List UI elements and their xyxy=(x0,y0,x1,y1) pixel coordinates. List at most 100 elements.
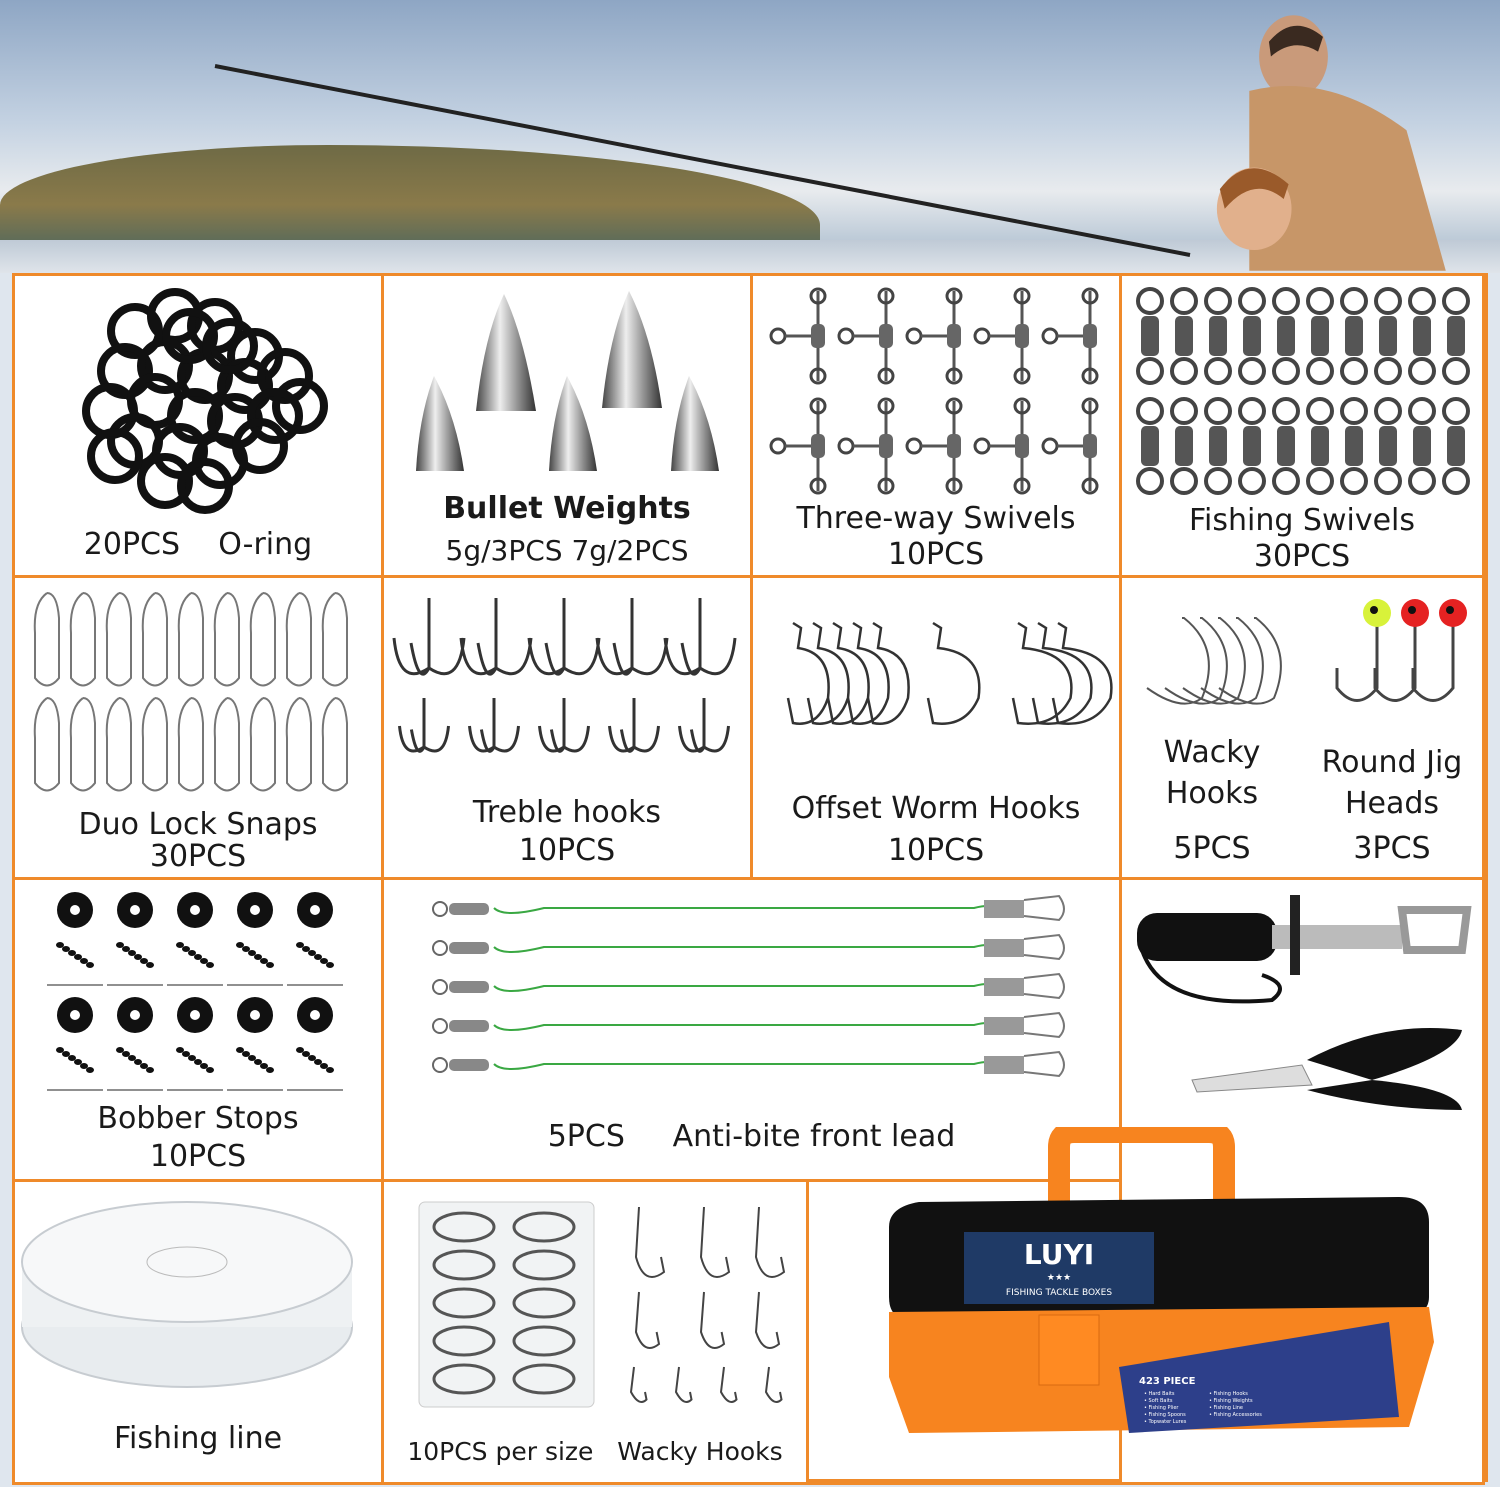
wacky-hook xyxy=(699,1206,731,1278)
leader-swivel xyxy=(449,981,489,993)
barrel-swivel xyxy=(1175,316,1193,356)
o-ring xyxy=(162,308,218,364)
snaps-qty: 30PCS xyxy=(149,839,247,874)
snaps-name: Duo Lock Snaps xyxy=(78,807,318,842)
father-and-son xyxy=(1216,15,1446,271)
leader-swivel xyxy=(449,1059,489,1071)
wacky-hook xyxy=(634,1206,666,1278)
lead-qty: 5PCS xyxy=(547,1119,625,1154)
bullet-weights-image xyxy=(416,291,719,471)
cell-bobber-stops: Bobber Stops 10PCS xyxy=(12,877,384,1182)
hook-bundle xyxy=(512,1325,576,1357)
treble-hook xyxy=(392,598,466,676)
hookset-left: 10PCS per size xyxy=(407,1437,594,1466)
fishing-rod xyxy=(214,64,1191,257)
cell-treble-hooks: Treble hooks 10PCS xyxy=(381,575,753,880)
box-list-item: • Fishing Hooks xyxy=(1209,1391,1248,1397)
leaders-image xyxy=(432,894,1065,1078)
hook-bundle xyxy=(512,1287,576,1319)
jig-head xyxy=(1363,599,1391,627)
cell-fishing-swivels: Fishing Swivels 30PCS xyxy=(1119,273,1485,578)
bullet-detail: 5g/3PCS 7g/2PCS xyxy=(445,534,689,567)
duo-lock-snap xyxy=(69,697,96,792)
barrel-swivel xyxy=(1447,426,1465,466)
leader-snap xyxy=(984,1056,1024,1074)
hook-bundle xyxy=(512,1249,576,1281)
duo-lock-snap xyxy=(141,697,168,792)
hookset-right: Wacky Hooks xyxy=(617,1437,783,1466)
three-way-swivel xyxy=(1083,324,1097,348)
swivels-qty: 30PCS xyxy=(1253,539,1351,574)
cell-wacky-jig: Wacky Hooks 5PCS Round Jig Heads 3PCS xyxy=(1119,575,1485,880)
offset-hook xyxy=(866,621,910,725)
leader-wire xyxy=(493,904,1005,914)
three-way-swivels-image xyxy=(769,287,1099,495)
duo-lock-snap xyxy=(33,592,60,687)
barrel-swivel xyxy=(1141,316,1159,356)
offset-hook xyxy=(926,621,981,725)
cell-three-way-swivels: Three-way Swivels 10PCS xyxy=(750,273,1122,578)
box-list-item: • Fishing Plier xyxy=(1144,1405,1179,1411)
three-way-swivel xyxy=(879,324,893,348)
barrel-swivel xyxy=(1209,316,1227,356)
three-way-swivel xyxy=(811,434,825,458)
offset-hook xyxy=(846,621,890,725)
offset-hook xyxy=(1031,621,1093,725)
hook-bundle xyxy=(432,1325,496,1357)
duo-lock-snap xyxy=(285,592,312,687)
barrel-swivel xyxy=(1311,316,1329,356)
o-ring xyxy=(137,453,193,509)
hook-bundle xyxy=(432,1249,496,1281)
product-grid: 20PCS O-ring Bullet Weights 5g/3PCS 7g/2… xyxy=(12,273,1488,1485)
barrel-swivel xyxy=(1175,426,1193,466)
barrel-swivel xyxy=(1413,316,1431,356)
leader-swivel xyxy=(449,903,489,915)
treble-hook xyxy=(459,598,533,676)
box-list-item: • Fishing Accessories xyxy=(1209,1412,1262,1418)
box-list-item: • Hard Baits xyxy=(1144,1391,1175,1397)
box-list-item: • Topwater Lures xyxy=(1144,1419,1187,1425)
hero-photo xyxy=(0,0,1500,273)
duo-lock-snap xyxy=(285,697,312,792)
duo-lock-snap xyxy=(213,697,240,792)
leader-swivel xyxy=(449,942,489,954)
box-list-item: • Soft Baits xyxy=(1144,1398,1173,1404)
leader-wire xyxy=(493,982,1005,992)
offset-hook xyxy=(806,621,850,725)
cell-anti-bite-lead: 5PCS Anti-bite front lead xyxy=(381,877,1122,1182)
treble-hook xyxy=(468,698,520,753)
cell-offset-worm-hooks: Offset Worm Hooks 10PCS xyxy=(750,575,1122,880)
duo-lock-snap xyxy=(177,697,204,792)
box-label: 423 PIECE xyxy=(1139,1376,1196,1387)
treble-hook xyxy=(595,598,669,676)
offset-hook xyxy=(1011,621,1073,725)
wacky-and-jig-image xyxy=(1146,599,1467,705)
jig-head xyxy=(1401,599,1429,627)
treble-hook xyxy=(398,698,450,753)
line-name: Fishing line xyxy=(113,1421,283,1456)
barrel-swivel xyxy=(1447,316,1465,356)
offset-hooks-image xyxy=(786,621,1113,725)
duo-lock-snap xyxy=(105,697,132,792)
barrel-swivel xyxy=(1345,316,1363,356)
leader-swivel xyxy=(449,1020,489,1032)
oring-name: O-ring xyxy=(218,527,313,562)
duo-lock-snap xyxy=(249,592,276,687)
lip-grip-handle xyxy=(1137,913,1277,961)
offset-hook xyxy=(1051,621,1113,725)
box-brand: LUYI xyxy=(1024,1238,1094,1271)
box-list-item: • Fishing Weights xyxy=(1209,1398,1253,1404)
treble-qty: 10PCS xyxy=(518,833,616,868)
hook-set-image xyxy=(418,1201,786,1408)
cell-tackle-box: LUYI ★★★ FISHING TACKLE BOXES 423 PIECE … xyxy=(806,1127,1485,1485)
bullet-name: Bullet Weights xyxy=(443,491,691,526)
leader-snap xyxy=(984,1017,1024,1035)
barrel-swivel xyxy=(1345,426,1363,466)
duo-lock-snap xyxy=(177,592,204,687)
cell-hook-set: 10PCS per size Wacky Hooks xyxy=(381,1179,809,1485)
o-ring xyxy=(257,348,313,404)
wacky-hook xyxy=(1200,617,1264,705)
three-way-swivel xyxy=(1015,434,1029,458)
wacky-hook xyxy=(1218,617,1282,705)
leader-wire xyxy=(493,943,1005,953)
